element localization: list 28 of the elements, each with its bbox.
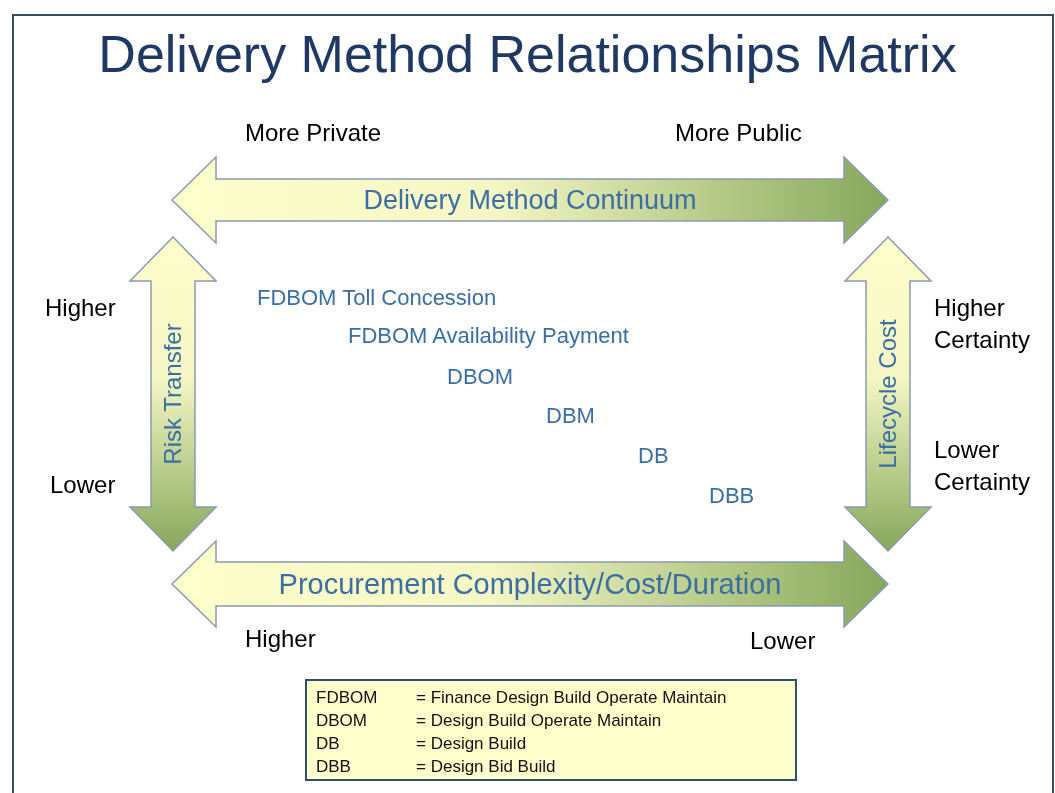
axis-label: More Private <box>245 118 382 148</box>
abbreviation-text: DBB <box>316 757 351 777</box>
title: Delivery Method Relationships Matrix <box>97 24 958 84</box>
abbreviation-text: DB <box>316 734 340 754</box>
method-label: DBM <box>546 402 595 430</box>
definition-text: = Design Build <box>416 734 527 754</box>
axis-label: Higher <box>45 293 116 323</box>
abbreviation-text: DBOM <box>316 711 367 731</box>
arrow-label: Risk Transfer <box>159 323 187 465</box>
arrow-label: Lifecycle Cost <box>874 319 902 469</box>
definition-text: = Design Bid Build <box>416 757 556 777</box>
method-label: DBB <box>709 482 755 510</box>
axis-label: Lower Certainty <box>934 435 1032 498</box>
arrow-label: Delivery Method Continuum <box>363 184 697 216</box>
arrow-label: Procurement Complexity/Cost/Duration <box>278 567 782 601</box>
axis-label: More Public <box>675 118 802 148</box>
method-label: DBOM <box>447 363 513 391</box>
axis-label: Lower <box>50 470 116 500</box>
key-box <box>305 679 797 781</box>
abbreviation-text: FDBOM <box>316 688 378 708</box>
definition-text: = Design Build Operate Maintain <box>416 711 662 731</box>
axis-label: Higher Certainty <box>934 293 1032 356</box>
axis-label: Lower <box>750 626 816 656</box>
axis-label: Higher <box>245 624 316 654</box>
definition-text: = Finance Design Build Operate Maintain <box>416 688 727 708</box>
method-label: FDBOM Toll Concession <box>257 284 497 312</box>
method-label: FDBOM Availability Payment <box>348 322 629 350</box>
method-label: DB <box>638 442 669 470</box>
